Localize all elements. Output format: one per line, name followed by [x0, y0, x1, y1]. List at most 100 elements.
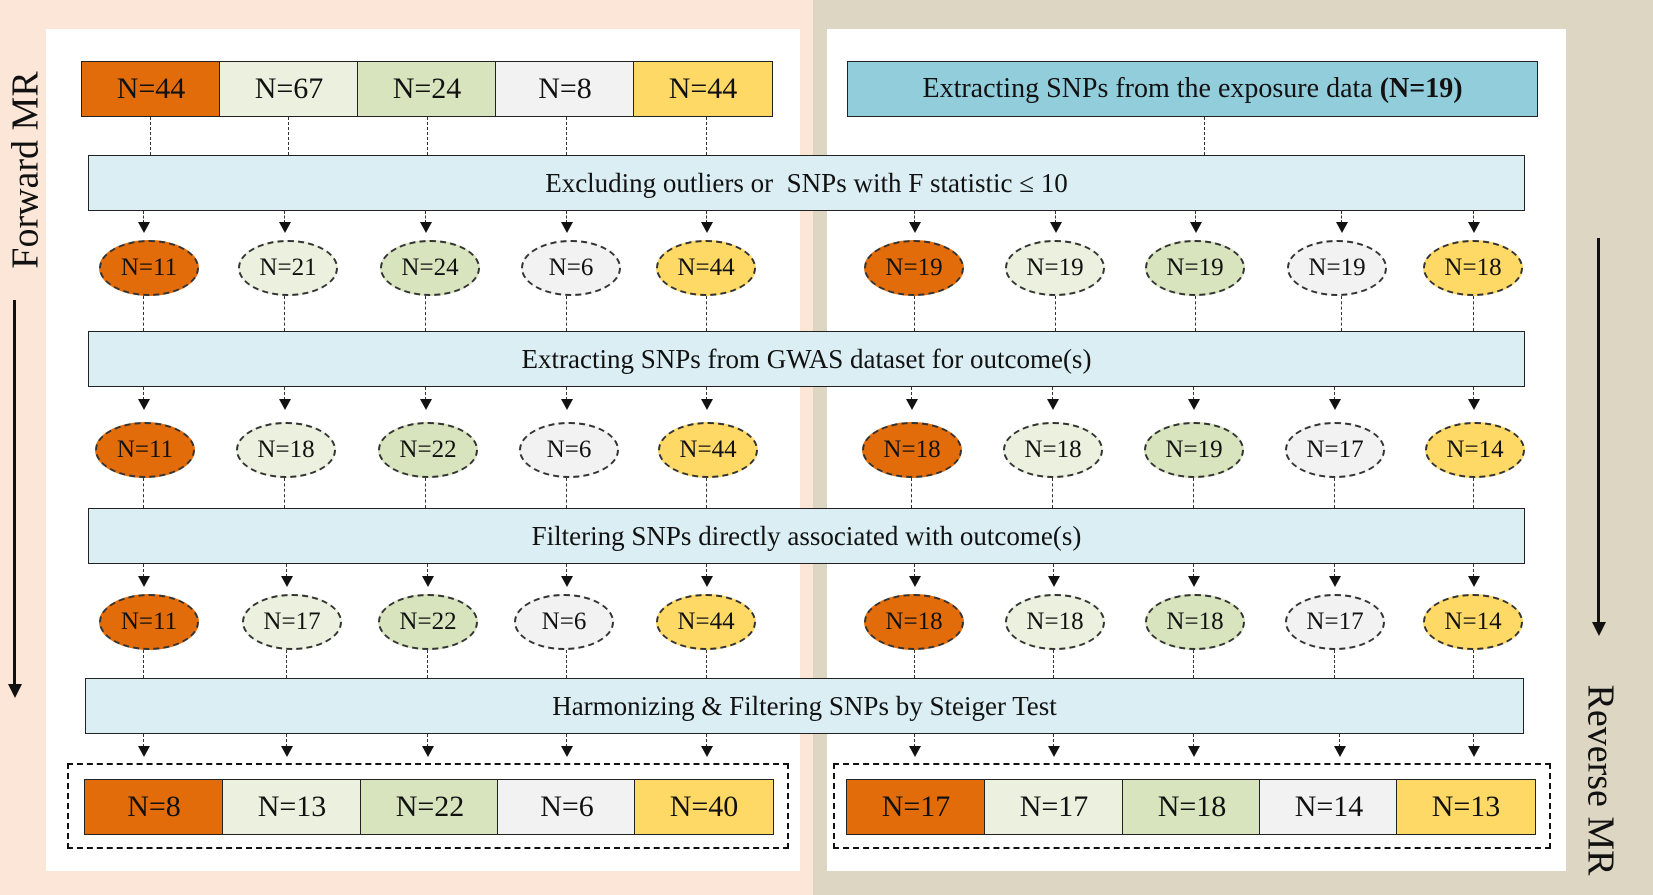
connector: [1193, 734, 1194, 747]
arrowhead: [1468, 222, 1480, 233]
connector: [286, 734, 287, 747]
reverse-step3-oval-2: N=18: [1005, 594, 1105, 650]
forward-step1-oval-5: N=44: [656, 240, 756, 296]
connector: [1052, 478, 1053, 508]
forward-step1-oval-2: N=21: [238, 240, 338, 296]
reverse-step2-oval-1: N=18: [862, 422, 962, 478]
connector: [706, 650, 707, 678]
forward-top-cell-4: N=8: [495, 61, 635, 117]
connector: [425, 478, 426, 508]
connector: [1053, 734, 1054, 747]
connector: [1473, 296, 1474, 331]
connector: [1341, 296, 1342, 331]
connector: [1334, 650, 1335, 678]
arrowhead: [1334, 746, 1346, 757]
connector: [914, 650, 915, 678]
connector: [427, 117, 428, 155]
arrowhead: [422, 746, 434, 757]
forward-direction-line: [13, 300, 16, 685]
forward-top-cell-2: N=67: [219, 61, 359, 117]
connector: [706, 564, 707, 577]
connector: [566, 296, 567, 331]
arrowhead: [1336, 222, 1348, 233]
connector: [1055, 211, 1056, 223]
connector: [1055, 296, 1056, 331]
connector: [914, 564, 915, 577]
arrowhead: [422, 576, 434, 587]
connector: [288, 117, 289, 155]
forward-final-cell-2: N=13: [222, 779, 362, 835]
reverse-step2-oval-4: N=17: [1285, 422, 1385, 478]
connector: [914, 734, 915, 747]
connector: [914, 296, 915, 331]
reverse-final-cell-4: N=14: [1259, 779, 1399, 835]
connector: [150, 117, 151, 155]
reverse-step1-oval-2: N=19: [1005, 240, 1105, 296]
connector: [143, 734, 144, 747]
reverse-exposure-count: (N=19): [1379, 73, 1463, 104]
arrowhead: [701, 222, 713, 233]
connector: [911, 478, 912, 508]
step-harmonize-steiger: Harmonizing & Filtering SNPs by Steiger …: [85, 678, 1524, 734]
connector: [566, 387, 567, 400]
arrowhead: [906, 399, 918, 410]
connector: [1053, 564, 1054, 577]
connector: [914, 211, 915, 223]
arrowhead: [138, 746, 150, 757]
forward-top-cell-5: N=44: [633, 61, 773, 117]
reverse-step1-oval-5: N=18: [1423, 240, 1523, 296]
connector: [706, 117, 707, 155]
forward-step1-oval-4: N=6: [521, 240, 621, 296]
reverse-exposure-box: Extracting SNPs from the exposure data (…: [847, 61, 1538, 117]
arrowhead: [1468, 576, 1480, 587]
arrowhead: [1468, 399, 1480, 410]
forward-final-cell-1: N=8: [84, 779, 224, 835]
forward-step3-oval-1: N=11: [99, 594, 199, 650]
forward-step2-oval-3: N=22: [378, 422, 478, 478]
connector: [1473, 650, 1474, 678]
connector: [286, 564, 287, 577]
arrowhead: [909, 576, 921, 587]
connector: [284, 296, 285, 331]
connector: [1334, 478, 1335, 508]
connector: [1193, 478, 1194, 508]
connector: [1334, 387, 1335, 400]
arrowhead: [701, 746, 713, 757]
arrowhead: [561, 399, 573, 410]
arrowhead: [1188, 399, 1200, 410]
connector: [566, 117, 567, 155]
connector: [143, 650, 144, 678]
forward-step3-oval-3: N=22: [378, 594, 478, 650]
reverse-step1-oval-3: N=19: [1145, 240, 1245, 296]
arrowhead: [138, 222, 150, 233]
arrowhead: [909, 746, 921, 757]
connector: [1195, 296, 1196, 331]
reverse-step2-oval-3: N=19: [1144, 422, 1244, 478]
connector: [706, 734, 707, 747]
connector: [143, 296, 144, 331]
reverse-step3-oval-5: N=14: [1423, 594, 1523, 650]
reverse-step2-oval-2: N=18: [1003, 422, 1103, 478]
reverse-mr-label: Reverse MR: [1579, 684, 1622, 876]
reverse-final-cell-3: N=18: [1122, 779, 1262, 835]
reverse-step3-oval-3: N=18: [1145, 594, 1245, 650]
arrowhead: [281, 746, 293, 757]
connector: [1193, 650, 1194, 678]
reverse-direction-line: [1597, 238, 1600, 623]
arrowhead: [279, 222, 291, 233]
reverse-step1-oval-4: N=19: [1287, 240, 1387, 296]
arrowhead: [1329, 399, 1341, 410]
connector: [284, 478, 285, 508]
forward-step1-oval-3: N=24: [380, 240, 480, 296]
connector: [706, 387, 707, 400]
arrowhead: [909, 222, 921, 233]
forward-final-cell-3: N=22: [360, 779, 500, 835]
connector: [1193, 564, 1194, 577]
forward-step2-oval-4: N=6: [519, 422, 619, 478]
reverse-exposure-text: Extracting SNPs from the exposure data: [922, 73, 1380, 104]
connector: [706, 211, 707, 223]
connector: [425, 387, 426, 400]
forward-final-cell-5: N=40: [634, 779, 774, 835]
forward-step3-oval-2: N=17: [242, 594, 342, 650]
connector: [566, 211, 567, 223]
